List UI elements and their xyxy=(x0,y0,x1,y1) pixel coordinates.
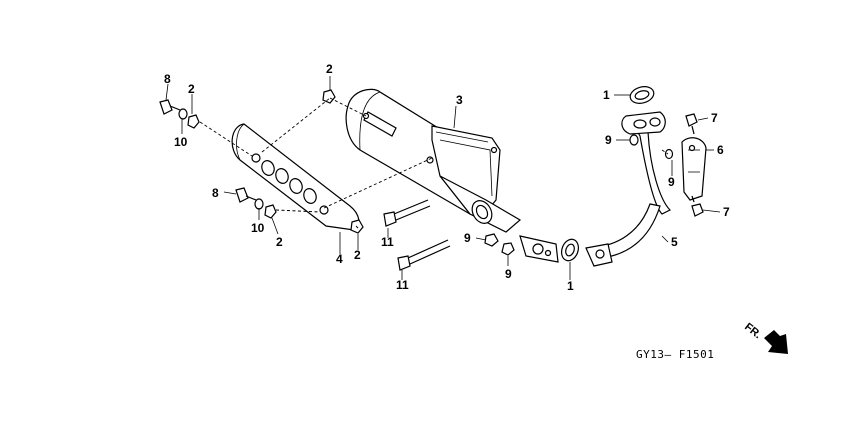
callout-7-upper: 7 xyxy=(711,111,718,125)
bolt-7-lower xyxy=(691,195,704,217)
callout-9-pipe-right: 9 xyxy=(668,175,675,189)
callout-labels: 8 2 10 2 3 8 10 2 11 11 4 2 9 9 1 1 9 9 … xyxy=(164,62,730,293)
nut-9-flange xyxy=(501,242,515,256)
callout-10-lower: 10 xyxy=(251,221,265,235)
exhaust-pipe xyxy=(585,111,672,267)
bolt-8-upper xyxy=(159,99,181,115)
pipe-heat-guard xyxy=(681,137,707,201)
nut-2-muffler-top xyxy=(322,89,336,104)
callout-1-lower-gasket: 1 xyxy=(567,279,574,293)
callout-10-upper: 10 xyxy=(174,135,188,149)
callout-9-flange: 9 xyxy=(505,267,512,281)
bolt-11-lower xyxy=(397,239,451,271)
callout-3-muffler: 3 xyxy=(456,93,463,107)
callout-2-upper-left: 2 xyxy=(188,82,195,96)
bolt-11-upper xyxy=(383,199,431,227)
callout-9-center: 9 xyxy=(464,231,471,245)
protector-vent-holes xyxy=(261,160,317,204)
callout-8-upper: 8 xyxy=(164,72,171,86)
callout-2-protector-bottom: 2 xyxy=(354,248,361,262)
washer-10-upper xyxy=(178,108,188,120)
assembly-dashed-lines xyxy=(199,97,669,231)
nut-2-lower xyxy=(264,204,277,219)
nut-9-pipe-left xyxy=(629,134,639,146)
callout-11-lower: 11 xyxy=(396,278,409,292)
figure-code: GY13– F1501 xyxy=(636,348,714,361)
muffler-body xyxy=(345,88,559,263)
callout-8-lower: 8 xyxy=(212,186,219,200)
callout-2-muffler-top: 2 xyxy=(326,62,333,76)
nut-9-center xyxy=(484,233,499,247)
bolt-7-upper xyxy=(685,113,698,135)
direction-label: FR. xyxy=(742,321,763,341)
callout-1-upper-gasket: 1 xyxy=(603,88,610,102)
callout-11-upper: 11 xyxy=(381,235,394,249)
callout-7-lower: 7 xyxy=(723,205,730,219)
callout-4-protector: 4 xyxy=(336,252,343,266)
gasket-upper xyxy=(629,86,655,104)
callout-9-pipe-left: 9 xyxy=(605,133,612,147)
bolt-8-lower xyxy=(235,187,257,203)
callout-6-heat-guard: 6 xyxy=(717,143,724,157)
callout-5-exhaust-pipe: 5 xyxy=(671,235,678,249)
nut-2-upper xyxy=(187,114,200,129)
callout-2-lower-left: 2 xyxy=(276,235,283,249)
washer-10-lower xyxy=(254,198,264,210)
front-direction-arrow-icon: FR. xyxy=(742,321,788,354)
leader-lines xyxy=(165,76,721,280)
muffler-protector xyxy=(231,123,360,231)
nut-9-pipe-right xyxy=(664,148,674,160)
gasket-lower xyxy=(560,238,580,262)
